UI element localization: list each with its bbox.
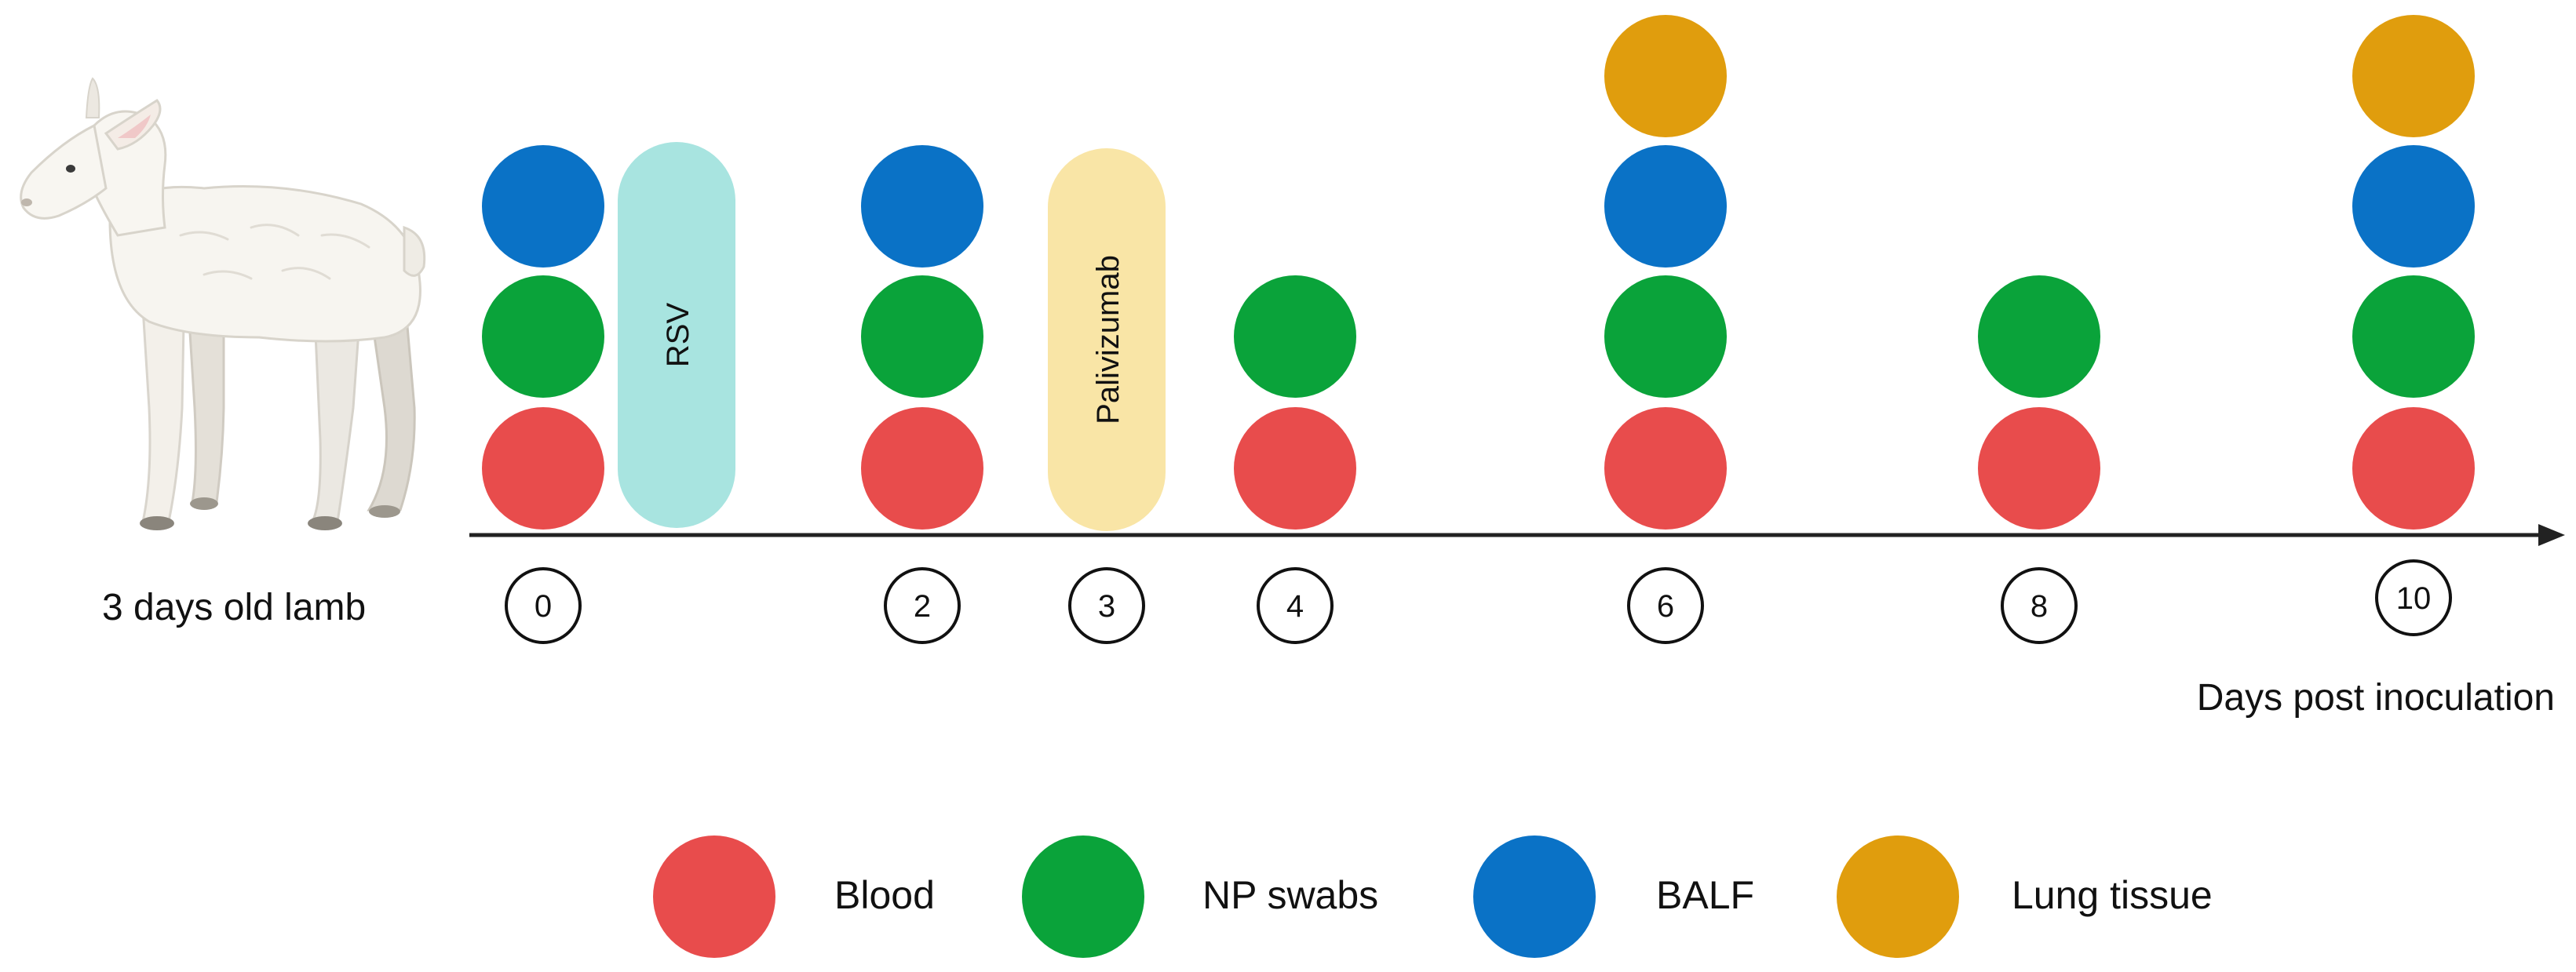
sample-circle-balf-day-6 [1604, 145, 1727, 268]
day-marker-3 [1068, 567, 1145, 644]
sample-circle-balf-day-0 [482, 145, 604, 268]
legend-label-np-swabs: NP swabs [1202, 873, 1378, 917]
treatment-pill-rsv [618, 142, 735, 528]
day-label-2: 2 [914, 589, 931, 624]
day-markers: 0 2 3 4 6 8 10 [505, 559, 2452, 644]
treatment-label-rsv: RSV [661, 303, 695, 368]
legend-label-balf: BALF [1656, 873, 1754, 917]
sample-circle-blood-day-4 [1234, 407, 1356, 530]
legend-swatch-lung-tissue [1837, 835, 1959, 958]
day-label-8: 8 [2031, 589, 2048, 624]
sample-circle-np-swabs-day-6 [1604, 275, 1727, 398]
day-label-3: 3 [1098, 589, 1115, 624]
sample-layer [482, 15, 2475, 530]
sample-circle-blood-day-2 [861, 407, 983, 530]
treatment-label-palivizumab: Palivizumab [1091, 255, 1126, 424]
day-marker-10 [2375, 559, 2452, 636]
day-marker-6 [1627, 567, 1704, 644]
sample-circle-lung-tissue-day-6 [1604, 15, 1727, 137]
timeline-axis [469, 524, 2565, 546]
sample-circle-np-swabs-day-10 [2352, 275, 2475, 398]
legend-swatch-balf [1473, 835, 1596, 958]
day-marker-8 [2001, 567, 2078, 644]
sample-circle-blood-day-6 [1604, 407, 1727, 530]
legend-label-lung-tissue: Lung tissue [2012, 873, 2213, 917]
sample-circle-blood-day-10 [2352, 407, 2475, 530]
sample-circle-np-swabs-day-0 [482, 275, 604, 398]
axis-label: Days post inoculation [2197, 677, 2555, 719]
legend-swatch-np-swabs [1022, 835, 1144, 958]
sample-circle-blood-day-8 [1978, 407, 2100, 530]
day-marker-0 [505, 567, 582, 644]
treatment-pill-palivizumab [1048, 148, 1166, 531]
sample-circle-balf-day-10 [2352, 145, 2475, 268]
day-marker-2 [884, 567, 961, 644]
sample-circle-np-swabs-day-2 [861, 275, 983, 398]
day-label-10: 10 [2396, 581, 2432, 616]
sample-circle-balf-day-2 [861, 145, 983, 268]
day-label-6: 6 [1657, 589, 1674, 624]
legend: Blood NP swabs BALF Lung tissue [653, 835, 2213, 958]
day-marker-4 [1257, 567, 1334, 644]
sample-circle-blood-day-0 [482, 407, 604, 530]
day-label-0: 0 [535, 589, 552, 624]
sample-circle-np-swabs-day-4 [1234, 275, 1356, 398]
legend-label-blood: Blood [834, 873, 935, 917]
day-label-4: 4 [1286, 589, 1304, 624]
lamb-icon [20, 77, 426, 530]
sample-circle-np-swabs-day-8 [1978, 275, 2100, 398]
legend-swatch-blood [653, 835, 775, 958]
sample-circle-lung-tissue-day-10 [2352, 15, 2475, 137]
subject-caption: 3 days old lamb [102, 587, 366, 628]
treatment-layer: RSV Palivizumab [618, 142, 1166, 531]
